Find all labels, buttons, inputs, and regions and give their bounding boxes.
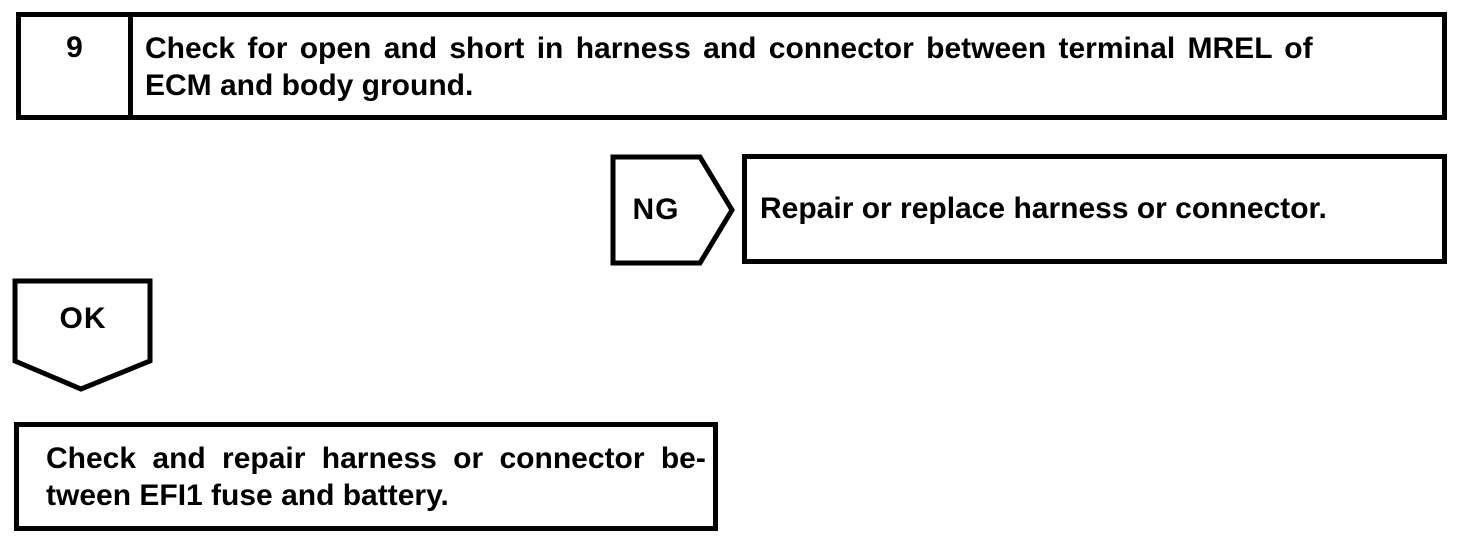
ok-action-line1: Check and repair harness or connector be… — [46, 441, 706, 475]
step-box: 9 Check for open and short in harness an… — [16, 12, 1447, 120]
step-number: 9 — [21, 17, 133, 115]
ng-connector-label: NG — [632, 193, 680, 226]
ng-action-box: Repair or replace harness or connector. — [742, 154, 1447, 264]
ng-connector-shape — [610, 154, 735, 266]
step-instruction: Check for open and short in harness and … — [133, 17, 1442, 115]
ok-action-line2: tween EFI1 fuse and battery. — [46, 478, 449, 512]
ng-pentagon — [610, 154, 735, 266]
ok-pentagon — [12, 278, 153, 392]
ok-connector-label: OK — [59, 302, 107, 335]
step-instruction-line2: ECM and body ground. — [145, 69, 474, 102]
step-instruction-line1: Check for open and short in harness and … — [145, 32, 1313, 65]
ok-action-box: Check and repair harness or connector be… — [14, 422, 718, 531]
ok-connector-shape — [12, 278, 153, 392]
ng-action-text: Repair or replace harness or connector. — [760, 192, 1327, 225]
